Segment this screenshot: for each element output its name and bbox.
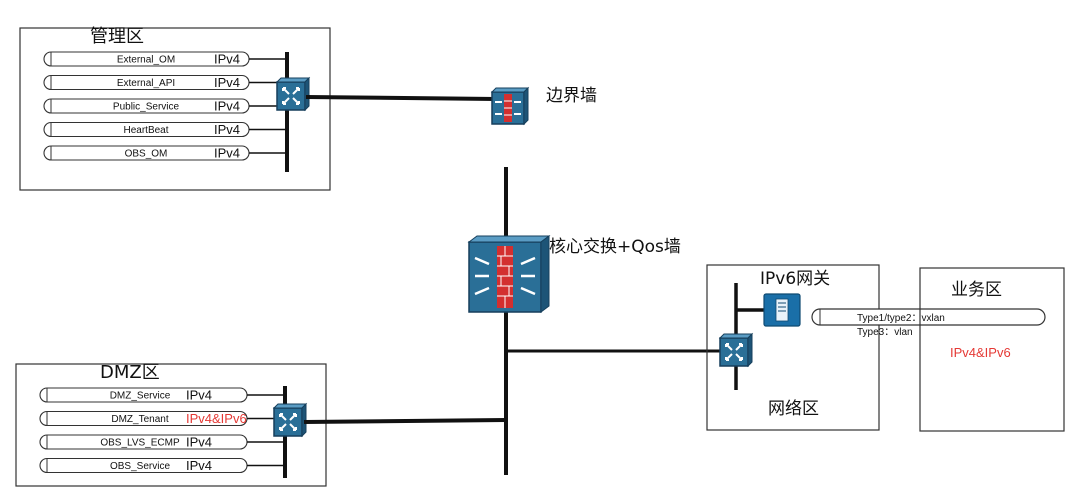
management-switch-icon[interactable]: [276, 77, 310, 111]
ip-version-tag: IPv4&IPv6: [186, 411, 247, 426]
network-row: DMZ_Service IPv4: [39, 387, 285, 403]
ip-version-tag: IPv4: [186, 458, 212, 473]
business-zone-box: [919, 267, 1065, 432]
network-name: External_API: [117, 78, 175, 89]
firewall-icon: [490, 86, 530, 126]
network-name: OBS_LVS_ECMP: [100, 438, 180, 449]
core-switch-label: 核心交换+Qos墙: [549, 237, 681, 257]
management-zone-box: [19, 27, 331, 191]
network-name: Public_Service: [113, 102, 180, 113]
network-row: External_OM IPv4: [43, 51, 287, 67]
core-switch-icon: [467, 235, 551, 313]
network-zone: IPv6网关 网络区: [706, 264, 880, 431]
network-row: DMZ_Tenant IPv4&IPv6: [39, 410, 285, 427]
network-name: HeartBeat: [123, 125, 168, 136]
ip-version-tag: IPv4: [186, 435, 212, 450]
core-switch-firewall[interactable]: 核心交换+Qos墙: [467, 235, 681, 313]
vxlan-type-label: Type1/type2：vxlan: [857, 313, 945, 324]
network-zone-box: [706, 264, 880, 431]
network-row: OBS_LVS_ECMP IPv4: [39, 434, 285, 450]
network-name: DMZ_Tenant: [111, 414, 168, 425]
dmz-switch-icon[interactable]: [273, 403, 307, 437]
mgmt-to-firewall-link: [305, 95, 497, 101]
ipv6-gateway-label: IPv6网关: [760, 269, 830, 289]
border-firewall[interactable]: 边界墙: [490, 86, 597, 126]
network-row: External_API IPv4: [43, 74, 287, 91]
network-name: External_OM: [117, 55, 175, 66]
dmz-zone-box: [15, 363, 327, 487]
vlan-type-label: Type3：vlan: [857, 327, 913, 338]
ip-version-tag: IPv4: [214, 52, 240, 67]
vxlan-tube: Type1/type2：vxlan Type3：vlan: [811, 308, 1046, 338]
ip-version-tag: IPv4: [214, 99, 240, 114]
network-zone-title: 网络区: [768, 399, 819, 419]
network-switch-icon[interactable]: [719, 333, 753, 367]
network-name: DMZ_Service: [110, 391, 171, 402]
ip-version-tag: IPv4: [186, 388, 212, 403]
ip-version-tag: IPv4: [214, 122, 240, 137]
ipv6-gateway-server-icon[interactable]: [763, 293, 801, 327]
business-zone: 业务区 IPv4&IPv6: [919, 267, 1065, 432]
management-zone-title: 管理区: [90, 26, 144, 47]
business-zone-title: 业务区: [951, 280, 1002, 300]
network-row: OBS_OM IPv4: [43, 145, 287, 161]
dmz-to-core-link: [303, 418, 507, 424]
ip-version-tag: IPv4: [214, 146, 240, 161]
network-row: HeartBeat IPv4: [43, 121, 287, 138]
network-name: OBS_Service: [110, 461, 170, 472]
ip-version-tag: IPv4: [214, 75, 240, 90]
network-row: OBS_Service IPv4: [39, 457, 285, 474]
border-firewall-label: 边界墙: [546, 86, 597, 106]
business-ip-label: IPv4&IPv6: [950, 345, 1011, 360]
dmz-zone-title: DMZ区: [100, 362, 160, 383]
network-row: Public_Service IPv4: [43, 98, 287, 114]
network-name: OBS_OM: [125, 149, 168, 160]
